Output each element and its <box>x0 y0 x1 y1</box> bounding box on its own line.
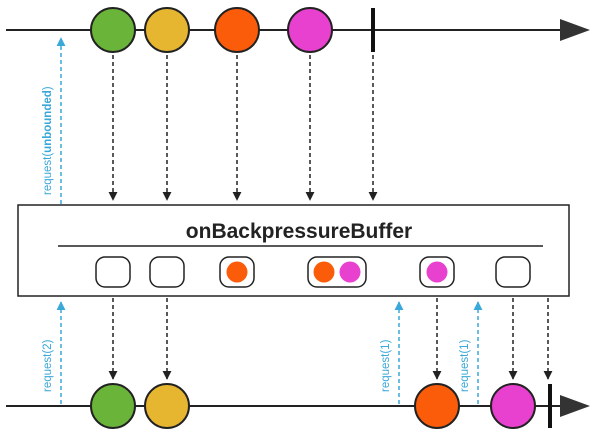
request-prefix: request( <box>42 153 54 195</box>
downstream-marbles <box>90 383 536 429</box>
buffer-states <box>95 256 531 288</box>
green-marble <box>90 383 136 429</box>
buffered-orange-marble <box>226 261 248 283</box>
request-label-unbounded: request(unbounded) <box>42 86 54 195</box>
magenta-marble <box>490 383 536 429</box>
magenta-marble <box>287 7 333 53</box>
buffered-orange-marble <box>313 261 335 283</box>
buffer-slot <box>149 256 185 288</box>
arrowhead-icon <box>560 19 590 41</box>
request-label: request(1) <box>459 339 471 392</box>
buffer-slot <box>95 256 131 288</box>
arrowhead-icon <box>560 395 590 417</box>
yellow-marble <box>144 7 190 53</box>
orange-marble <box>414 383 460 429</box>
request-label: request(2) <box>42 339 54 392</box>
request-arg: unbounded <box>42 90 54 153</box>
operator-name: onBackpressureBuffer <box>186 220 412 243</box>
green-marble <box>90 7 136 53</box>
buffered-magenta-marble <box>339 261 361 283</box>
buffer-slot <box>495 256 531 288</box>
orange-marble <box>214 7 260 53</box>
request-suffix: ) <box>42 86 54 90</box>
upstream-marbles <box>90 7 333 53</box>
request-label: request(1) <box>380 339 392 392</box>
buffered-magenta-marble <box>426 261 448 283</box>
yellow-marble <box>144 383 190 429</box>
